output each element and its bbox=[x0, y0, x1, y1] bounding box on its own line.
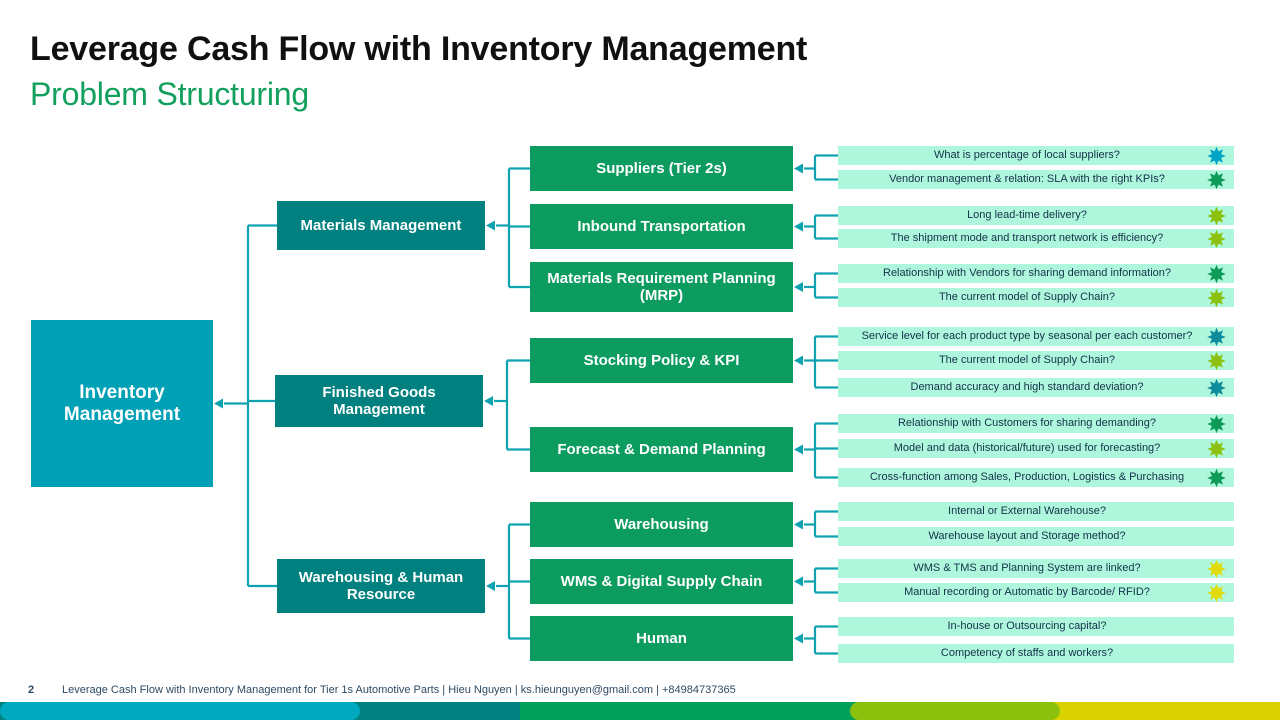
question-text: Service level for each product type by s… bbox=[861, 330, 1193, 342]
question-text: Relationship with Customers for sharing … bbox=[897, 417, 1157, 429]
question-bar[interactable]: Long lead-time delivery? bbox=[838, 206, 1234, 225]
tier3-box-inbound-transportation[interactable]: Inbound Transportation bbox=[530, 204, 793, 249]
question-bar[interactable]: Service level for each product type by s… bbox=[838, 327, 1234, 346]
star-icon bbox=[1207, 351, 1226, 370]
tier3-box-suppliers-tier-2s[interactable]: Suppliers (Tier 2s) bbox=[530, 146, 793, 191]
question-text: Model and data (historical/future) used … bbox=[893, 442, 1161, 454]
question-bar[interactable]: The shipment mode and transport network … bbox=[838, 229, 1234, 248]
question-text: In-house or Outsourcing capital? bbox=[947, 620, 1107, 632]
star-icon bbox=[1207, 288, 1226, 307]
tier3-box-stocking-policy-kpi[interactable]: Stocking Policy & KPI bbox=[530, 338, 793, 383]
arrow-head bbox=[214, 398, 223, 409]
question-bar[interactable]: Competency of staffs and workers? bbox=[838, 644, 1234, 663]
arrow-head bbox=[794, 633, 803, 644]
tier3-box-human[interactable]: Human bbox=[530, 616, 793, 661]
tier3-box-warehousing[interactable]: Warehousing bbox=[530, 502, 793, 547]
star-icon bbox=[1207, 378, 1226, 397]
question-text: WMS & TMS and Planning System are linked… bbox=[913, 562, 1141, 574]
footer-text: Leverage Cash Flow with Inventory Manage… bbox=[62, 684, 736, 696]
question-text: Demand accuracy and high standard deviat… bbox=[910, 381, 1144, 393]
question-text: The shipment mode and transport network … bbox=[890, 232, 1164, 244]
box-label: Warehousing & Human Resource bbox=[298, 568, 464, 603]
arrow-head bbox=[794, 444, 803, 455]
arrow-head bbox=[794, 163, 803, 174]
arrow-head bbox=[486, 220, 495, 231]
star-icon bbox=[1207, 206, 1226, 225]
box-label: Materials Requirement Planning (MRP) bbox=[547, 269, 776, 304]
question-text: Manual recording or Automatic by Barcode… bbox=[904, 586, 1150, 598]
question-bar[interactable]: Relationship with Vendors for sharing de… bbox=[838, 264, 1234, 283]
question-text: Internal or External Warehouse? bbox=[948, 505, 1106, 517]
question-bar[interactable]: Demand accuracy and high standard deviat… bbox=[838, 378, 1234, 397]
box-label: WMS & Digital Supply Chain bbox=[560, 572, 763, 590]
question-text: Competency of staffs and workers? bbox=[940, 647, 1114, 659]
footer-gradient-bar bbox=[0, 702, 1280, 720]
arrow-head bbox=[484, 396, 493, 406]
question-bar[interactable]: In-house or Outsourcing capital? bbox=[838, 617, 1234, 636]
question-bar[interactable]: Vendor management & relation: SLA with t… bbox=[838, 170, 1234, 189]
question-bar[interactable]: What is percentage of local suppliers? bbox=[838, 146, 1234, 165]
box-label: Suppliers (Tier 2s) bbox=[596, 159, 727, 177]
question-bar[interactable]: WMS & TMS and Planning System are linked… bbox=[838, 559, 1234, 578]
question-text: Long lead-time delivery? bbox=[967, 209, 1087, 221]
tier2-box-finished-goods-management[interactable]: Finished Goods Management bbox=[275, 375, 483, 427]
tier3-box-materials-requirement-planning[interactable]: Materials Requirement Planning (MRP) bbox=[530, 262, 793, 312]
star-icon bbox=[1207, 327, 1226, 346]
tier3-box-forecast-demand-planning[interactable]: Forecast & Demand Planning bbox=[530, 427, 793, 472]
question-bar[interactable]: Warehouse layout and Storage method? bbox=[838, 527, 1234, 546]
question-text: Warehouse layout and Storage method? bbox=[928, 530, 1126, 542]
question-text: What is percentage of local suppliers? bbox=[934, 149, 1120, 161]
tier2-box-materials-management[interactable]: Materials Management bbox=[277, 201, 485, 250]
box-label: Finished Goods Management bbox=[322, 383, 436, 418]
question-text: Vendor management & relation: SLA with t… bbox=[889, 173, 1165, 185]
star-icon bbox=[1207, 146, 1226, 165]
box-label: Forecast & Demand Planning bbox=[557, 440, 766, 458]
box-label: Inbound Transportation bbox=[577, 217, 746, 235]
box-label: Materials Management bbox=[300, 216, 462, 234]
star-icon bbox=[1207, 468, 1226, 487]
page-subtitle: Problem Structuring bbox=[30, 76, 309, 112]
star-icon bbox=[1207, 229, 1226, 248]
box-label: Warehousing bbox=[614, 515, 709, 533]
question-bar[interactable]: The current model of Supply Chain? bbox=[838, 288, 1234, 307]
star-icon bbox=[1207, 439, 1226, 458]
footer-bar-segment bbox=[0, 702, 360, 720]
arrow-head bbox=[794, 576, 803, 587]
arrow-head bbox=[486, 581, 495, 591]
question-bar[interactable]: Relationship with Customers for sharing … bbox=[838, 414, 1234, 433]
box-label: Human bbox=[636, 629, 687, 647]
page-title: Leverage Cash Flow with Inventory Manage… bbox=[30, 30, 808, 68]
question-bar[interactable]: Manual recording or Automatic by Barcode… bbox=[838, 583, 1234, 602]
tier3-box-wms-digital-supply-chain[interactable]: WMS & Digital Supply Chain bbox=[530, 559, 793, 604]
arrow-head bbox=[794, 282, 803, 292]
star-icon bbox=[1207, 170, 1226, 189]
star-icon bbox=[1207, 559, 1226, 578]
star-icon bbox=[1207, 583, 1226, 602]
question-text: Cross-function among Sales, Production, … bbox=[869, 471, 1185, 483]
question-bar[interactable]: Model and data (historical/future) used … bbox=[838, 439, 1234, 458]
star-icon bbox=[1207, 264, 1226, 283]
question-text: The current model of Supply Chain? bbox=[938, 354, 1116, 366]
question-bar[interactable]: Internal or External Warehouse? bbox=[838, 502, 1234, 521]
page-number: 2 bbox=[28, 684, 35, 696]
box-label: Stocking Policy & KPI bbox=[583, 351, 740, 369]
footer-bar-segment bbox=[850, 702, 1060, 720]
arrow-head bbox=[794, 221, 803, 232]
question-bar[interactable]: The current model of Supply Chain? bbox=[838, 351, 1234, 370]
tier2-box-warehousing-human-resource[interactable]: Warehousing & Human Resource bbox=[277, 559, 485, 613]
question-text: The current model of Supply Chain? bbox=[938, 291, 1116, 303]
question-bar[interactable]: Cross-function among Sales, Production, … bbox=[838, 468, 1234, 487]
arrow-head bbox=[794, 355, 803, 366]
arrow-head bbox=[794, 519, 803, 530]
star-icon bbox=[1207, 414, 1226, 433]
question-text: Relationship with Vendors for sharing de… bbox=[883, 267, 1171, 279]
